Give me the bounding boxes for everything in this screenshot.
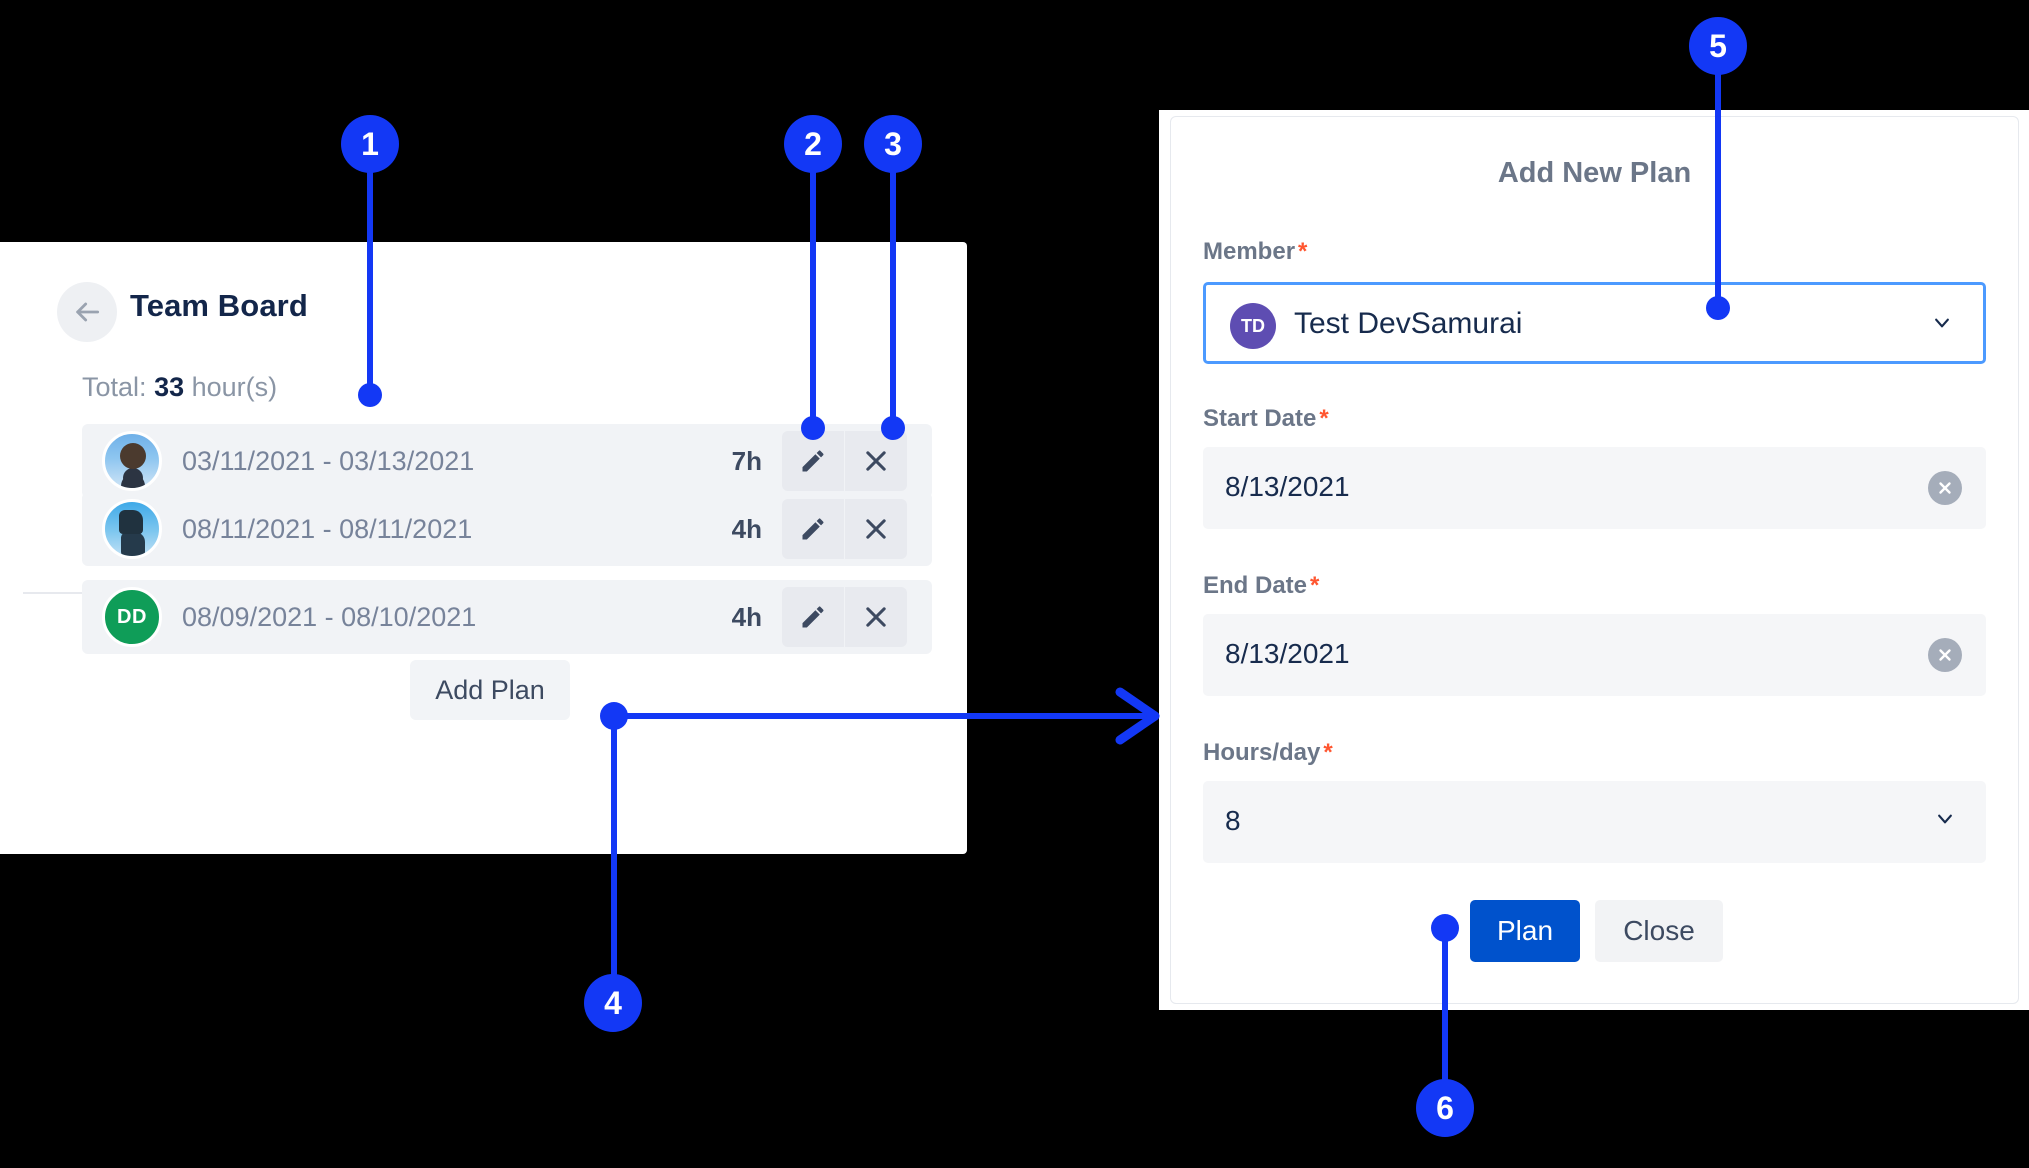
delete-plan-button[interactable]	[845, 431, 907, 491]
callout-badge-2: 2	[784, 115, 842, 173]
close-x-icon	[862, 447, 890, 475]
page-title: Team Board	[130, 288, 308, 323]
end-date-value: 8/13/2021	[1225, 638, 1350, 669]
callout-badge-4: 4	[584, 974, 642, 1032]
member-label-text: Member	[1203, 238, 1296, 265]
clear-circle-icon[interactable]	[1928, 471, 1962, 505]
close-x-icon	[862, 515, 890, 543]
start-date-value: 8/13/2021	[1225, 471, 1350, 502]
callout-badge-6: 6	[1416, 1079, 1474, 1137]
hours-per-day-label: Hours/day*	[1203, 739, 1333, 767]
pencil-icon	[799, 447, 827, 475]
edit-plan-button[interactable]	[782, 499, 844, 559]
required-asterisk: *	[1310, 572, 1320, 599]
edit-plan-button[interactable]	[782, 431, 844, 491]
member-label: Member*	[1203, 238, 1307, 266]
total-prefix: Total:	[82, 372, 147, 402]
required-asterisk: *	[1298, 238, 1308, 265]
hours-per-day-select[interactable]: 8	[1203, 781, 1986, 863]
table-row[interactable]: DD 08/09/2021 - 08/10/2021 4h	[82, 580, 932, 654]
plan-submit-button[interactable]: Plan	[1470, 900, 1580, 962]
callout-badge-5: 5	[1689, 17, 1747, 75]
avatar: TD	[1230, 303, 1276, 349]
member-select[interactable]: TD Test DevSamurai	[1203, 282, 1986, 364]
delete-plan-button[interactable]	[845, 587, 907, 647]
dialog-title: Add New Plan	[1497, 157, 1692, 189]
avatar	[102, 431, 162, 491]
end-date-label-text: End Date	[1203, 572, 1308, 599]
end-date-label: End Date*	[1203, 572, 1319, 600]
table-row[interactable]: 03/11/2021 - 03/13/2021 7h	[82, 424, 932, 498]
plan-hours: 4h	[731, 514, 762, 544]
hours-per-day-value: 8	[1225, 805, 1241, 836]
callout-badge-3: 3	[864, 115, 922, 173]
pencil-icon	[799, 603, 827, 631]
total-hours-text: Total: 33 hour(s)	[82, 372, 277, 403]
callout-badge-1: 1	[341, 115, 399, 173]
add-plan-button[interactable]: Add Plan	[410, 660, 570, 720]
close-dialog-button[interactable]: Close	[1595, 900, 1723, 962]
clear-circle-icon[interactable]	[1928, 638, 1962, 672]
plan-hours: 7h	[731, 446, 762, 476]
plan-date-range: 03/11/2021 - 03/13/2021	[182, 446, 475, 476]
chevron-down-icon	[1930, 809, 1960, 834]
avatar: DD	[102, 587, 162, 647]
start-date-label-text: Start Date	[1203, 405, 1317, 432]
total-suffix: hour(s)	[191, 372, 278, 402]
back-button[interactable]	[57, 282, 117, 342]
pencil-icon	[799, 515, 827, 543]
required-asterisk: *	[1319, 405, 1329, 432]
member-value: Test DevSamurai	[1294, 307, 1523, 340]
end-date-input[interactable]: 8/13/2021	[1203, 614, 1986, 696]
table-row[interactable]: 08/11/2021 - 08/11/2021 4h	[82, 492, 932, 566]
edit-plan-button[interactable]	[782, 587, 844, 647]
avatar	[102, 499, 162, 559]
start-date-input[interactable]: 8/13/2021	[1203, 447, 1986, 529]
plan-date-range: 08/09/2021 - 08/10/2021	[182, 602, 477, 632]
close-x-icon	[862, 603, 890, 631]
chevron-down-icon	[1927, 313, 1957, 338]
delete-plan-button[interactable]	[845, 499, 907, 559]
arrow-left-icon	[71, 296, 103, 328]
plan-hours: 4h	[731, 602, 762, 632]
hours-per-day-label-text: Hours/day	[1203, 739, 1321, 766]
required-asterisk: *	[1323, 739, 1333, 766]
start-date-label: Start Date*	[1203, 405, 1329, 433]
plan-date-range: 08/11/2021 - 08/11/2021	[182, 514, 473, 544]
total-value: 33	[154, 372, 185, 402]
